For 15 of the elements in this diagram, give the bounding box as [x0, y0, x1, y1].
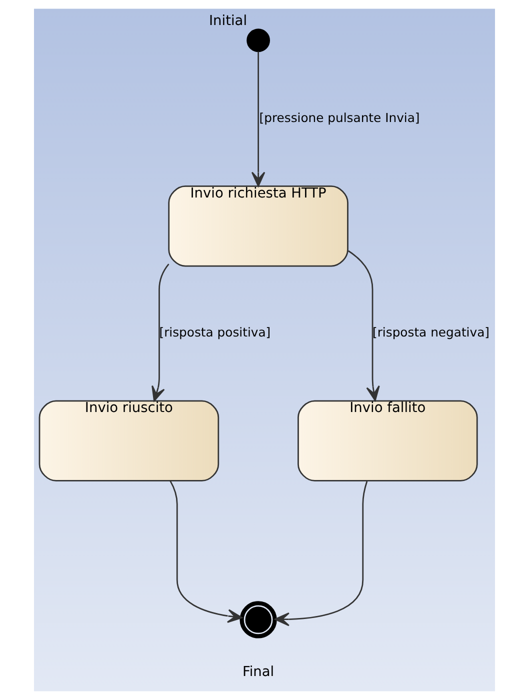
node-label: Initial — [208, 13, 247, 30]
arrow — [151, 264, 169, 402]
node-circle — [246, 28, 270, 52]
node-box: Invio richiesta HTTP — [168, 186, 348, 267]
edge-label: [risposta negativa] — [372, 326, 489, 340]
arrow — [169, 480, 242, 623]
node-box: Invio riuscito — [38, 400, 219, 482]
arrow — [347, 250, 380, 402]
node-circle — [239, 601, 276, 638]
arrow — [250, 52, 265, 187]
node-label: Final — [242, 664, 274, 680]
edge-label: [risposta positiva] — [158, 326, 270, 340]
edge-label: [pressione pulsante Invia] — [258, 110, 420, 125]
node-box: Invio fallito — [297, 400, 478, 482]
arrow — [274, 481, 368, 626]
